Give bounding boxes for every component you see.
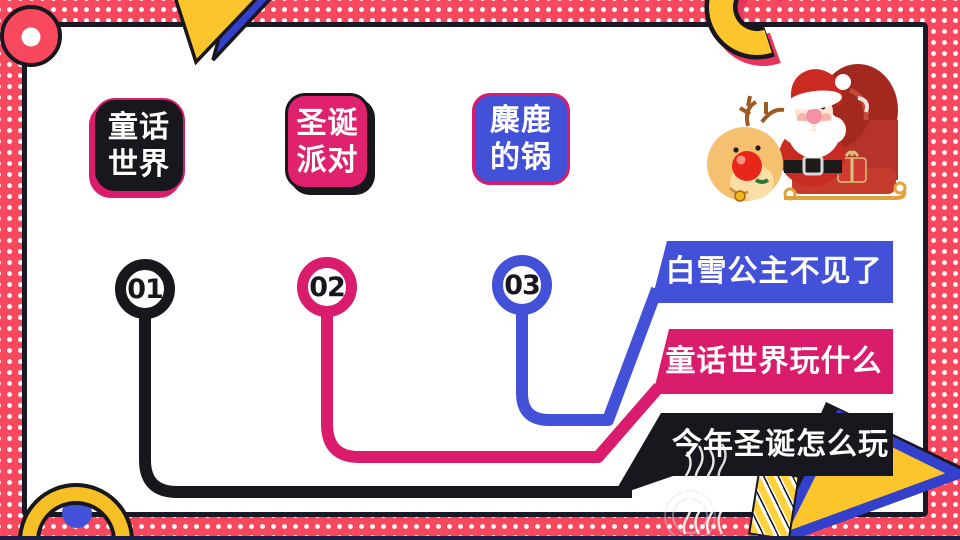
striped-box-icon xyxy=(748,469,800,540)
tab-label-line2: 的锅 xyxy=(490,140,552,175)
tab-label-line1: 圣诞 xyxy=(296,105,359,141)
step-number: 03 xyxy=(504,269,541,301)
step-number: 01 xyxy=(127,273,164,305)
tab-fairy-tale-world[interactable]: 童话 世界 xyxy=(93,98,185,193)
bottom-edge-strip xyxy=(0,536,960,540)
step-number: 02 xyxy=(309,271,346,303)
tab-label-line2: 派对 xyxy=(296,142,359,178)
step-marker-01[interactable]: 01 xyxy=(115,259,175,319)
step-marker-03[interactable]: 03 xyxy=(492,255,552,315)
tab-label-line1: 麋鹿 xyxy=(490,103,552,138)
agenda-item-christmas-play[interactable]: 今年圣诞怎么玩 xyxy=(672,427,889,462)
tab-elk-pot[interactable]: 麋鹿 的锅 xyxy=(472,93,570,185)
agenda-item-snow-white[interactable]: 白雪公主不见了 xyxy=(665,254,883,289)
agenda-item-fairy-world[interactable]: 童话世界玩什么 xyxy=(665,344,883,379)
tab-label-line1: 童话 xyxy=(108,109,170,145)
tab-christmas-party[interactable]: 圣诞 派对 xyxy=(285,93,370,190)
step-marker-02[interactable]: 02 xyxy=(297,257,357,317)
tab-label-line2: 世界 xyxy=(108,146,170,182)
